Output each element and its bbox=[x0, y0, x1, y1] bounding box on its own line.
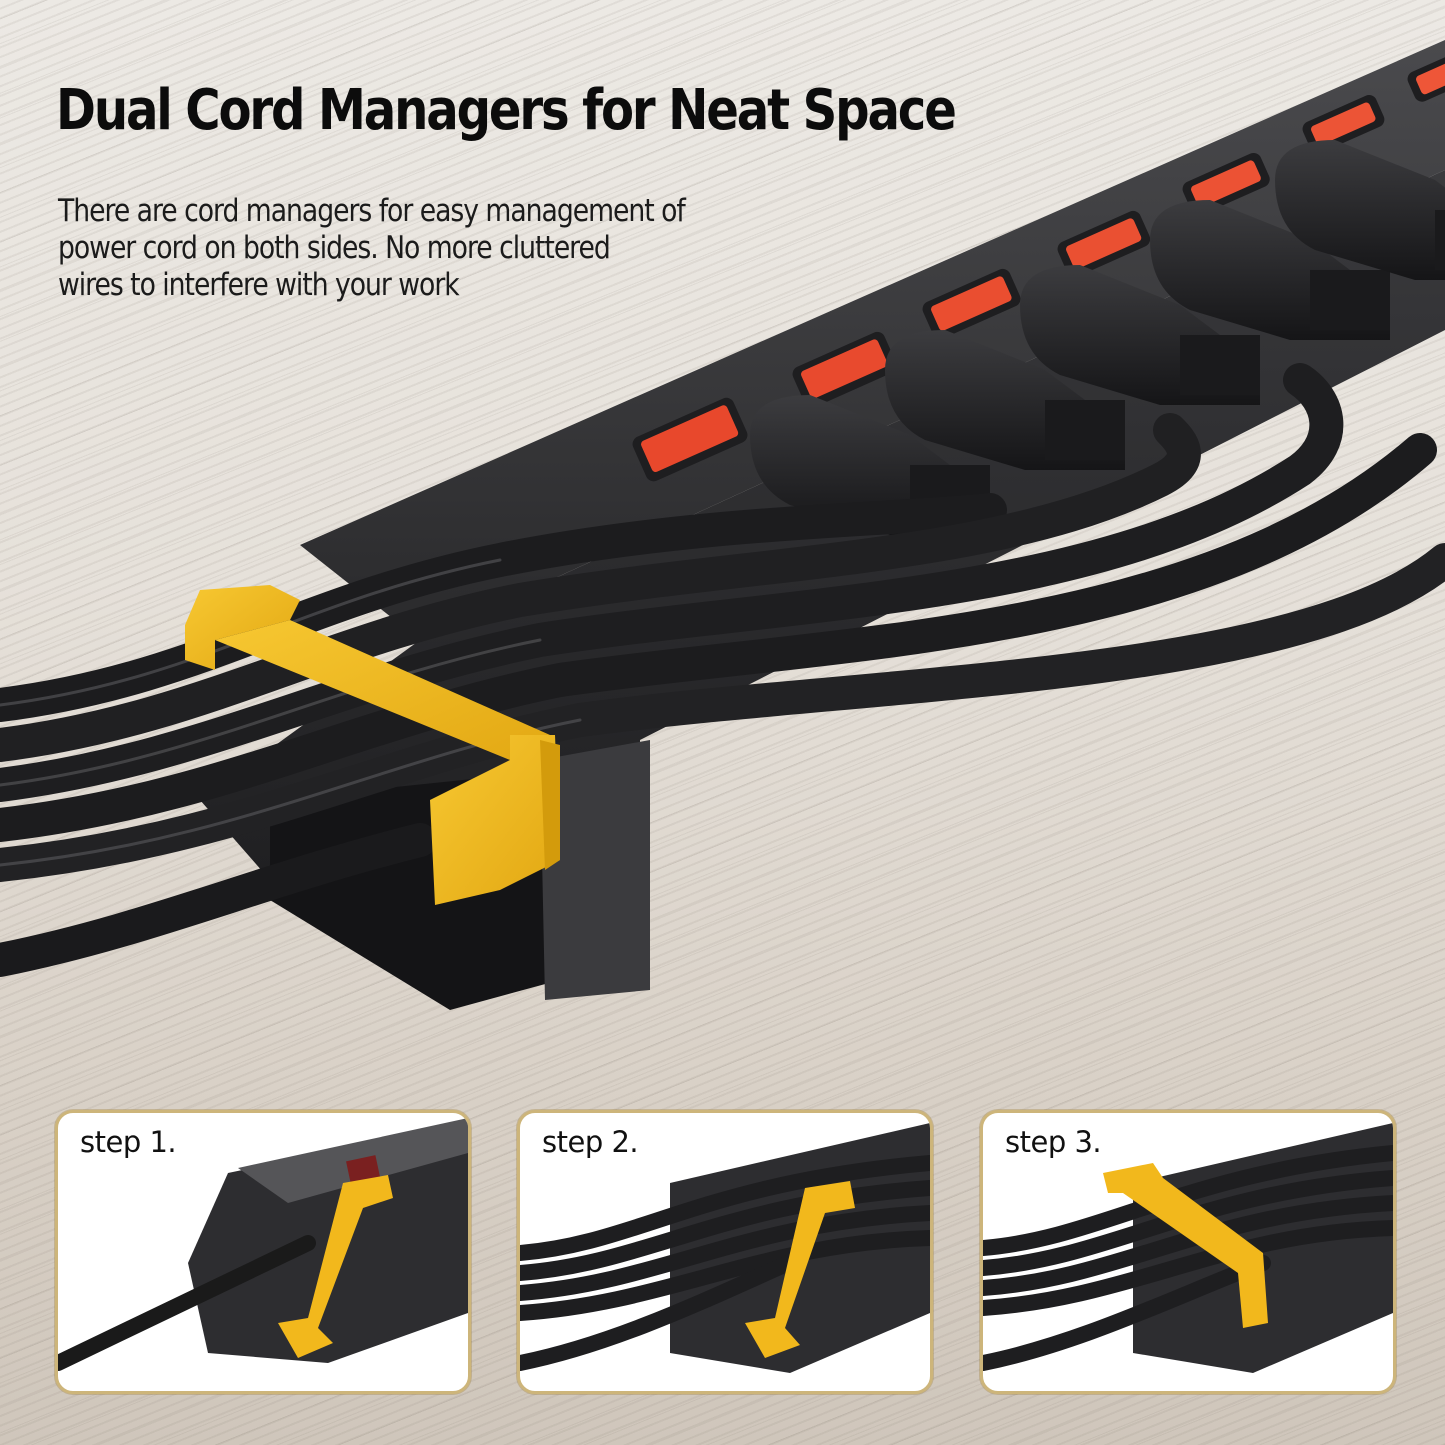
step-3-label: step 3. bbox=[1005, 1125, 1102, 1159]
description-line-1: There are cord managers for easy managem… bbox=[58, 193, 686, 229]
description-line-2: power cord on both sides. No more clutte… bbox=[58, 230, 611, 266]
power-cords bbox=[0, 363, 1445, 977]
power-strip-scene bbox=[0, 40, 1445, 1010]
step-2-panel: step 2. bbox=[517, 1110, 933, 1394]
step-1-illustration bbox=[58, 1118, 468, 1371]
rocker-switches bbox=[632, 53, 1445, 482]
step-1-panel: step 1. bbox=[55, 1110, 471, 1394]
step-2-illustration bbox=[520, 1123, 930, 1373]
step-2-label: step 2. bbox=[542, 1125, 639, 1159]
description: There are cord managers for easy managem… bbox=[58, 193, 798, 304]
step-3-panel: step 3. bbox=[980, 1110, 1396, 1394]
step-3-illustration bbox=[983, 1123, 1393, 1373]
description-line-3: wires to interfere with your work bbox=[58, 267, 460, 303]
plugs bbox=[750, 140, 1445, 535]
cord-manager-clip bbox=[185, 585, 560, 905]
headline: Dual Cord Managers for Neat Space bbox=[56, 78, 957, 143]
step-1-label: step 1. bbox=[80, 1125, 177, 1159]
installation-steps: step 1. step 2. bbox=[55, 1110, 1396, 1394]
